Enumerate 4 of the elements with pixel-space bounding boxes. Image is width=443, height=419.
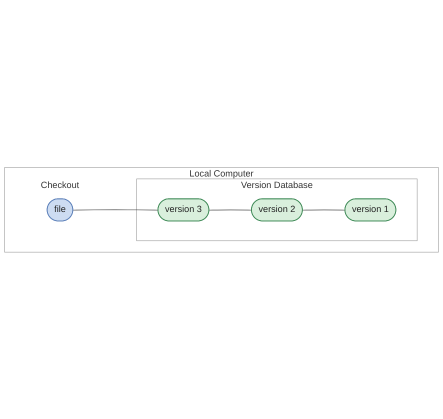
node-label: Checkout: [40, 180, 80, 190]
connector: [208, 209, 252, 210]
connector: [72, 209, 159, 210]
connector: [302, 209, 346, 210]
